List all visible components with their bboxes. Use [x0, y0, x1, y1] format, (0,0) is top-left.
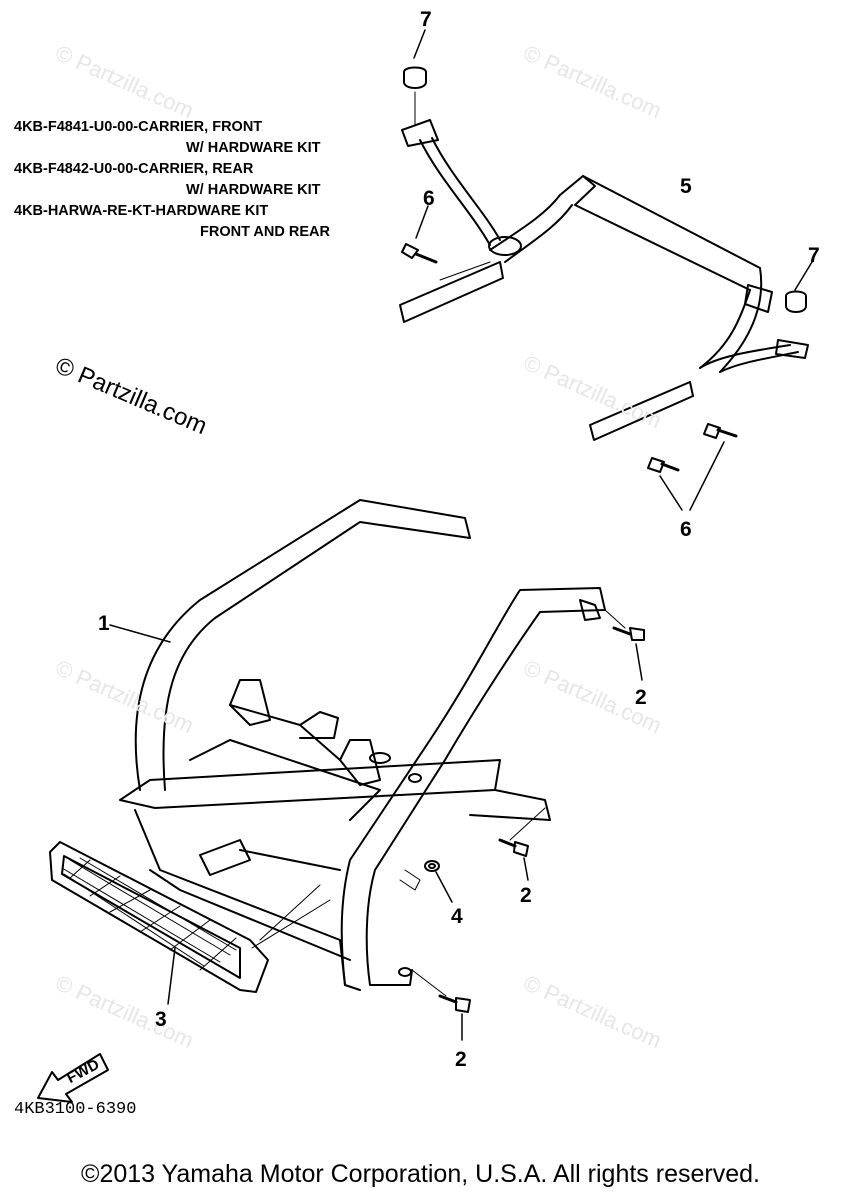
rear-carrier-part [399, 119, 809, 441]
callout-label: 2 [455, 1048, 467, 1071]
rubber-cap-part [403, 29, 813, 313]
callout-label: 2 [635, 686, 647, 709]
note-line: 4KB-F4841-U0-00-CARRIER, FRONT [14, 119, 263, 135]
callout-label: 4 [451, 905, 463, 928]
note-line: W/ HARDWARE KIT [186, 182, 321, 198]
callout-label: 5 [680, 175, 692, 198]
callout-leader [109, 624, 171, 643]
diagram-code: 4KB3100-6390 [14, 1100, 137, 1119]
callout-label: 2 [520, 884, 532, 907]
fwd-arrow-icon [37, 1053, 109, 1103]
front-bolt-part [411, 609, 645, 1041]
grille-plate-part [49, 841, 331, 1005]
callout-label: 7 [808, 244, 820, 267]
washer-part [399, 860, 453, 903]
callout-label: 6 [423, 187, 435, 210]
front-carrier-part [119, 499, 606, 991]
note-line: 4KB-F4842-U0-00-CARRIER, REAR [14, 161, 254, 177]
copyright-footer: ©2013 Yamaha Motor Corporation, U.S.A. A… [81, 1160, 760, 1188]
callout-label: 7 [420, 8, 432, 31]
part-notes: 4KB-F4841-U0-00-CARRIER, FRONT W/ HARDWA… [14, 117, 354, 243]
callout-label: 6 [680, 518, 692, 541]
callout-label: 1 [98, 612, 110, 635]
note-line: 4KB-HARWA-RE-KT-HARDWARE KIT [14, 203, 269, 219]
note-line: FRONT AND REAR [200, 224, 330, 240]
note-line: W/ HARDWARE KIT [186, 140, 321, 156]
rear-bolt-part [401, 205, 738, 511]
callout-label: 3 [155, 1008, 167, 1031]
